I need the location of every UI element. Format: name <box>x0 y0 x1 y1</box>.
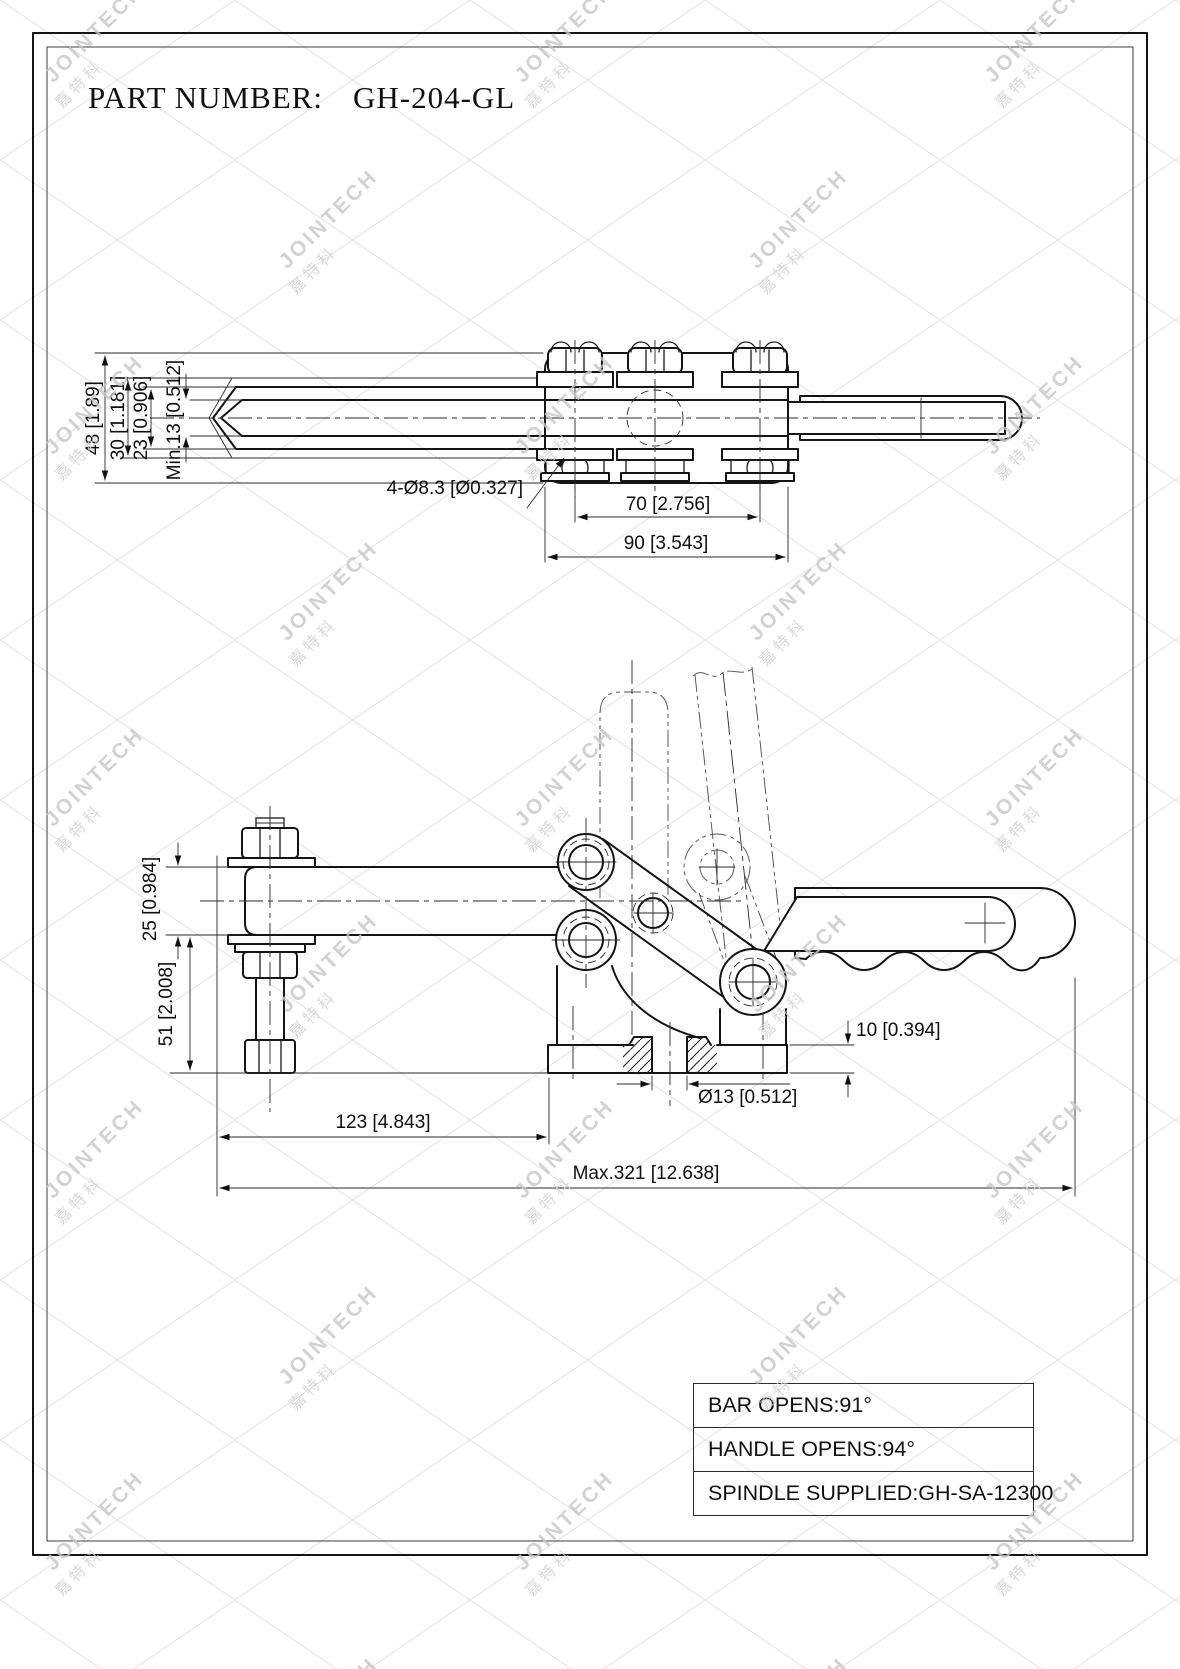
dim-base-length: 90 [3.543] <box>624 533 709 554</box>
dim-plate-width: 48 [1.89] <box>83 381 104 455</box>
spindle-assembly <box>227 806 316 1112</box>
dim-base-thickness: 10 [0.394] <box>856 1020 941 1041</box>
dim-hole-spacing: 70 [2.756] <box>626 494 711 515</box>
outer-border <box>32 32 1148 1556</box>
spec-row-handle-opens: HANDLE OPENS:94° <box>694 1427 1033 1471</box>
phantom-open-bar <box>599 691 669 898</box>
handle-lever <box>763 896 1016 952</box>
phantom-open-handle <box>694 666 784 959</box>
dim-spindle-length: 51 [2.008] <box>156 962 177 1047</box>
bolt-stack <box>536 340 614 498</box>
handle-grip-side <box>794 887 1076 972</box>
dim-bar-height: 25 [0.984] <box>140 857 161 942</box>
dim-max-open-length: Max.321 [12.638] <box>573 1163 720 1184</box>
dim-center-hole: Ø13 [0.512] <box>698 1087 797 1108</box>
dim-slot-width: Min.13 [0.512] <box>164 360 185 480</box>
spec-row-bar-opens: BAR OPENS:91° <box>708 1393 872 1417</box>
page-title: PART NUMBER: GH-204-GL <box>88 80 515 116</box>
inner-border <box>46 46 1134 1542</box>
pivot-circle-hidden <box>626 389 684 447</box>
note-mounting-holes: 4-Ø8.3 [Ø0.327] <box>387 478 523 499</box>
spec-row-spindle-supplied: SPINDLE SUPPLIED:GH-SA-12300 <box>694 1471 1053 1515</box>
toggle-link <box>568 838 771 1007</box>
part-number-label: PART NUMBER: <box>88 80 323 115</box>
spec-table: BAR OPENS:91° HANDLE OPENS:94° SPINDLE S… <box>693 1383 1053 1516</box>
bolt-stack <box>616 340 694 498</box>
dim-bar-reach: 123 [4.843] <box>335 1112 430 1133</box>
bolt-stack <box>721 340 799 498</box>
dim-fork-outer-width: 30 [1.181] <box>108 376 129 461</box>
dim-bar-width: 23 [0.906] <box>131 376 152 461</box>
clamp-base <box>547 965 788 1106</box>
handle-grip-top <box>799 395 1023 441</box>
clamp-bar <box>244 866 561 936</box>
part-number-value: GH-204-GL <box>352 80 516 115</box>
side-view: 25 [0.984] 51 [2.008] 123 [4.843] Max.32… <box>140 660 1076 1197</box>
top-view: 48 [1.89] 30 [1.181] 23 [0.906] Min.13 [… <box>83 340 1040 563</box>
